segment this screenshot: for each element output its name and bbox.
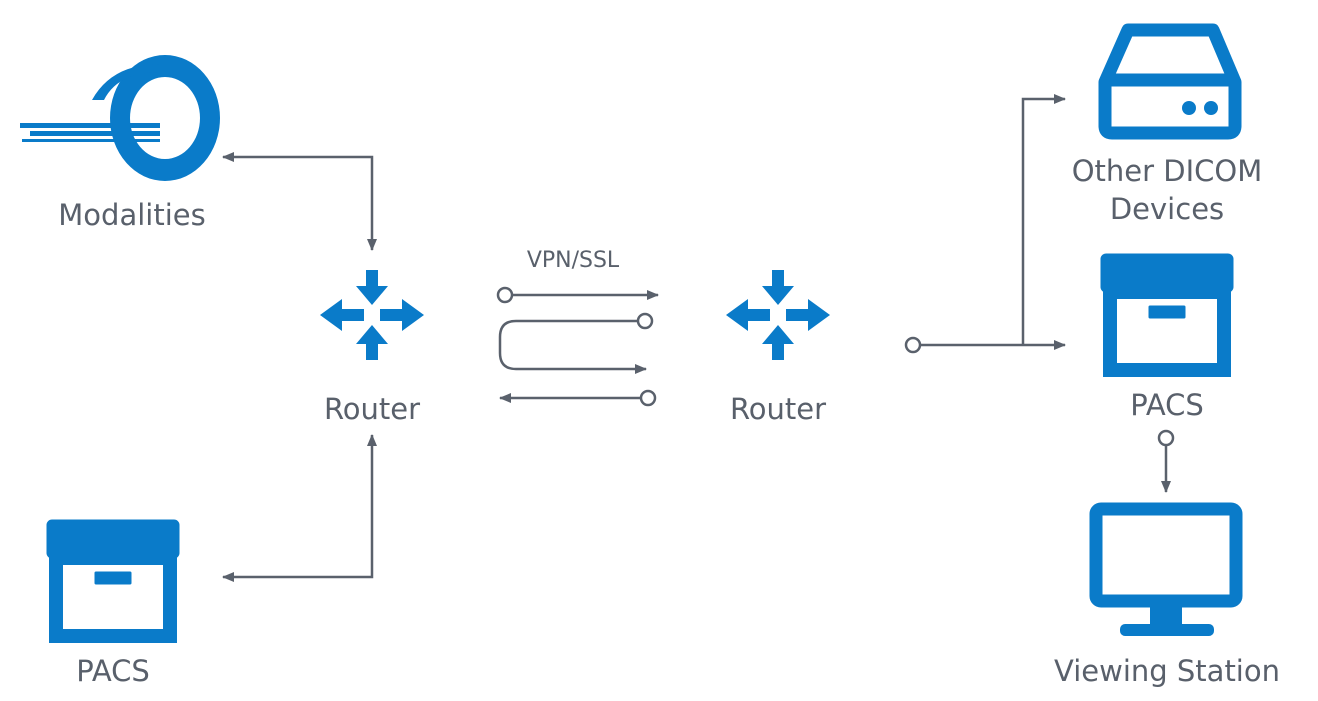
link-router-dicom [1021,94,1066,345]
pacs-left-icon [47,520,179,636]
router-left-icon [320,270,424,360]
link-pacs-router [222,434,377,582]
router-right-label: Router [729,392,827,426]
server-drive-icon [1098,23,1242,140]
terminal-dot [639,389,657,407]
terminal-dot [496,286,514,304]
terminal-dot [636,312,654,330]
modalities-label: Modalities [58,198,206,232]
pacs-right-icon [1101,254,1233,370]
pacs-right-label: PACS [1130,388,1204,422]
vpn-line-2 [498,319,647,374]
terminal-dot [1157,429,1175,447]
vpn-label: VPN/SSL [526,248,620,273]
other-dicom-label-line2: Devices [1109,192,1225,226]
terminal-dot [904,336,922,354]
other-dicom-label-line1: Other DICOM [1071,154,1263,188]
pacs-left-label: PACS [76,654,150,688]
router-right-icon [726,270,830,360]
viewing-station-label: Viewing Station [1054,654,1280,688]
router-left-label: Router [323,392,421,426]
monitor-icon [1089,502,1243,636]
link-modalities-router [222,152,377,251]
mri-scanner-icon [20,55,220,181]
